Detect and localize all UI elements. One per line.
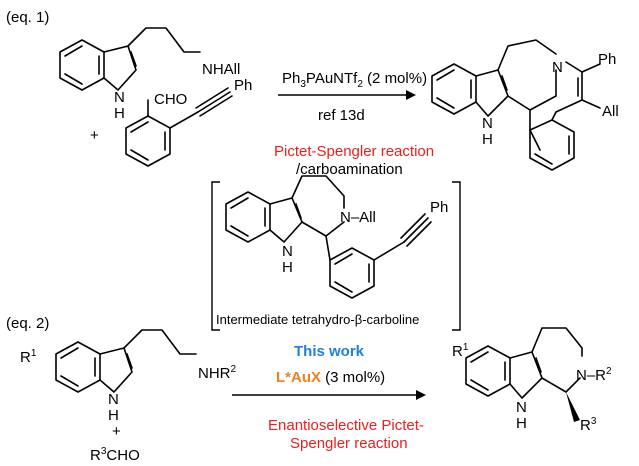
eq1-indole-n: N <box>114 89 125 106</box>
intermediate-ph: Ph <box>430 199 448 216</box>
eq1-ph-label: Ph <box>234 77 252 94</box>
eq2-this-work: This work <box>294 343 365 360</box>
eq1-product-nh-n: N <box>482 115 493 132</box>
eq2-reaction-name-line1: Enantioselective Pictet- <box>268 417 424 434</box>
eq2-product-r3: R3 <box>580 416 597 434</box>
eq1-plus: + <box>90 127 99 144</box>
eq1-indole-h: H <box>114 105 125 122</box>
eq2-wedge-bond <box>566 392 580 422</box>
eq2-reaction-name-line2: Spengler reaction <box>290 435 408 452</box>
intermediate-bracket-right <box>452 181 461 331</box>
eq2-indole-n: N <box>108 391 119 408</box>
eq2-aldehyde: R3CHO <box>90 446 140 464</box>
eq1-arrowhead <box>406 90 416 100</box>
eq1-reaction-name-line2: /carboamination <box>296 161 403 178</box>
eq1-reference: ref 13d <box>318 107 365 124</box>
eq2-amine-label: NHR2 <box>198 364 237 382</box>
eq1-product-structure <box>431 39 601 171</box>
eq1-tryptamine-structure <box>59 27 201 91</box>
eq2-product-nh-h: H <box>516 415 527 432</box>
intermediate-nh-n: N <box>282 243 293 260</box>
eq1-reaction-name-line1: Pictet-Spengler reaction <box>274 143 434 160</box>
eq1-alkynylbenzaldehyde-structure <box>125 87 233 167</box>
eq2-product-structure <box>465 327 583 422</box>
eq2-plus: + <box>112 423 121 440</box>
eq2-tryptamine-structure <box>55 329 197 393</box>
eq1-amine-label: NHAll <box>202 61 240 78</box>
eq1-product-all: All <box>602 103 619 120</box>
eq1-catalyst: Ph3PAuNTf2 (2 mol%) <box>282 70 427 90</box>
eq1-product-ph: Ph <box>598 51 616 68</box>
eq1-label: (eq. 1) <box>6 9 49 26</box>
eq1-product-n: N <box>552 59 563 76</box>
intermediate-caption: Intermediate tetrahydro-β-carboline <box>216 312 419 327</box>
eq1-product-nh-h: H <box>482 131 493 148</box>
intermediate-structure <box>225 175 432 299</box>
eq2-product-nh-n: N <box>516 399 527 416</box>
eq2-catalyst: L*AuX (3 mol%) <box>276 369 385 386</box>
eq2-indole-h: H <box>108 407 119 424</box>
intermediate-nh-h: H <box>282 259 293 276</box>
eq2-label: (eq. 2) <box>6 315 49 332</box>
intermediate-bracket-left <box>211 181 220 331</box>
intermediate-n-all: N–All <box>340 209 376 226</box>
eq2-product-n-r2: N–R2 <box>576 366 612 384</box>
eq2-arrowhead <box>416 390 426 400</box>
eq1-cho-label: CHO <box>154 91 187 108</box>
eq2-r1: R1 <box>20 348 37 366</box>
